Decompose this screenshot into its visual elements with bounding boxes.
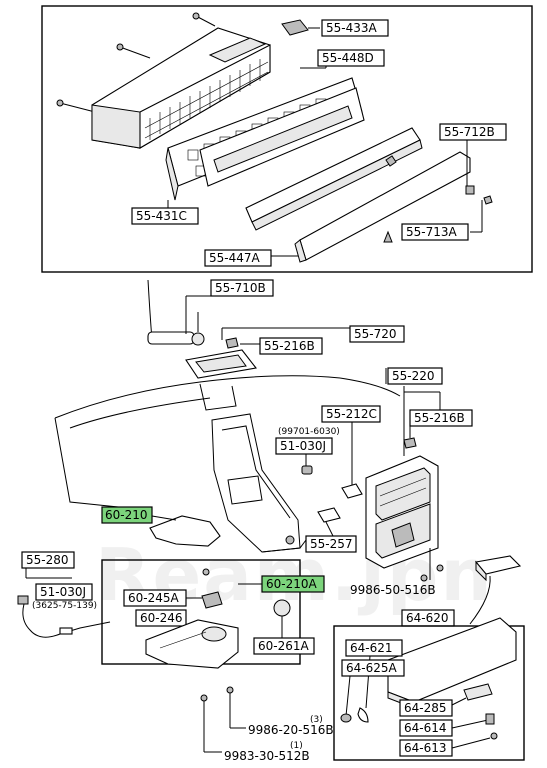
svg-text:60-261A: 60-261A [258,639,310,653]
label-55-212C[interactable]: 55-212C [321,405,381,423]
screw-icon [420,564,444,582]
label-9983-30-512B: 9983-30-512B [224,749,310,763]
label-64-614[interactable]: 64-614 [399,719,453,737]
label-55-431C[interactable]: 55-431C [131,207,199,225]
cap-60-261A [273,599,291,617]
sensor-right [469,555,522,625]
svg-text:60-245A: 60-245A [128,591,180,605]
label-55-448D[interactable]: 55-448D [317,49,385,67]
arrow-line [147,279,153,341]
svg-text:64-620: 64-620 [406,611,449,625]
svg-text:51-030J: 51-030J [40,585,86,599]
label-60-210[interactable]: 60-210 [101,506,153,524]
svg-text:60-210A: 60-210A [266,577,318,591]
label-64-613[interactable]: 64-613 [399,739,453,757]
label-55-447A[interactable]: 55-447A [204,249,272,267]
svg-text:55-257: 55-257 [310,537,353,551]
switch-60-245A [201,591,223,609]
part-55-433A [281,19,309,36]
bulb-icon [301,465,313,475]
vent-frame-inner [195,354,247,373]
svg-text:55-713A: 55-713A [406,225,458,239]
screw-icon [490,732,498,740]
svg-text:55-447A: 55-447A [209,251,261,265]
svg-text:64-285: 64-285 [404,701,447,715]
svg-text:55-448D: 55-448D [322,51,374,65]
svg-text:60-246: 60-246 [140,611,183,625]
svg-text:55-212C: 55-212C [326,407,377,421]
label-55-720[interactable]: 55-720 [349,325,405,343]
label-64-285[interactable]: 64-285 [399,699,453,717]
clip-icon [383,155,493,243]
label-51-030J-lower[interactable]: 51-030J [35,583,93,601]
svg-text:60-210: 60-210 [105,508,148,522]
label-60-245A[interactable]: 60-245A [123,589,187,607]
glovebox-lid [387,617,517,709]
label-9986-20-516B: 9986-20-516B [248,723,334,737]
svg-text:55-216B: 55-216B [414,411,465,425]
clip-55-216B-lower [403,437,417,449]
label-60-261A[interactable]: 60-261A [253,637,315,655]
label-55-216B-lower[interactable]: 55-216B [409,409,473,427]
label-64-620[interactable]: 64-620 [401,609,455,627]
label-99701-6030: (99701-6030) [278,427,340,437]
clip-55-212C [341,483,363,499]
label-55-710B[interactable]: 55-710B [210,279,274,297]
svg-text:55-720: 55-720 [354,327,397,341]
clip-55-216B [225,337,239,349]
climate-control-unit [91,27,271,149]
svg-text:55-220: 55-220 [392,369,435,383]
svg-text:55-712B: 55-712B [444,125,495,139]
bezel-panel [199,87,365,187]
svg-text:55-280: 55-280 [26,553,69,567]
trim-strip-upper-face [251,139,423,231]
screw-icon [202,568,210,576]
label-3625-75-139: (3625-75-139) [32,601,97,611]
label-60-246[interactable]: 60-246 [135,609,187,627]
svg-text:55-216B: 55-216B [264,339,315,353]
striker-64-614 [485,713,495,725]
svg-text:64-621: 64-621 [350,641,393,655]
label-55-216B-upper[interactable]: 55-216B [259,337,323,355]
label-9986-50-516B: 9986-50-516B [350,583,436,597]
lower-column-cover [145,619,239,669]
svg-text:51-030J: 51-030J [280,439,326,453]
label-51-030J-upper[interactable]: 51-030J [275,437,333,455]
trim-strip-lower [294,151,471,263]
svg-text:64-625A: 64-625A [346,661,398,675]
svg-text:55-710B: 55-710B [215,281,266,295]
label-55-713A[interactable]: 55-713A [401,223,469,241]
svg-text:55-431C: 55-431C [136,209,187,223]
label-55-257[interactable]: 55-257 [305,535,357,553]
svg-text:64-614: 64-614 [404,721,447,735]
label-qty-1: (1) [290,741,303,751]
latch-64-285 [449,683,493,707]
label-55-280[interactable]: 55-280 [21,551,75,569]
hinge-icon [340,707,369,723]
dashboard-outline [54,375,401,553]
label-64-621[interactable]: 64-621 [345,639,403,657]
top-frame [41,5,533,273]
label-qty-3: (3) [310,715,323,725]
glovebox-frame [333,625,525,761]
column-cover-60-210 [149,515,221,547]
label-64-625A[interactable]: 64-625A [341,659,405,677]
svg-text:64-613: 64-613 [404,741,447,755]
svg-text:55-433A: 55-433A [326,21,378,35]
label-55-433A[interactable]: 55-433A [321,19,389,37]
wire-harness [17,595,111,638]
center-bezel-55-220 [365,455,439,569]
sensor-tube [147,295,212,346]
label-55-712B[interactable]: 55-712B [439,123,507,141]
label-60-210A[interactable]: 60-210A [261,575,325,593]
label-55-220[interactable]: 55-220 [387,367,443,385]
screw-icon [200,686,246,753]
clip-55-257 [317,507,341,539]
